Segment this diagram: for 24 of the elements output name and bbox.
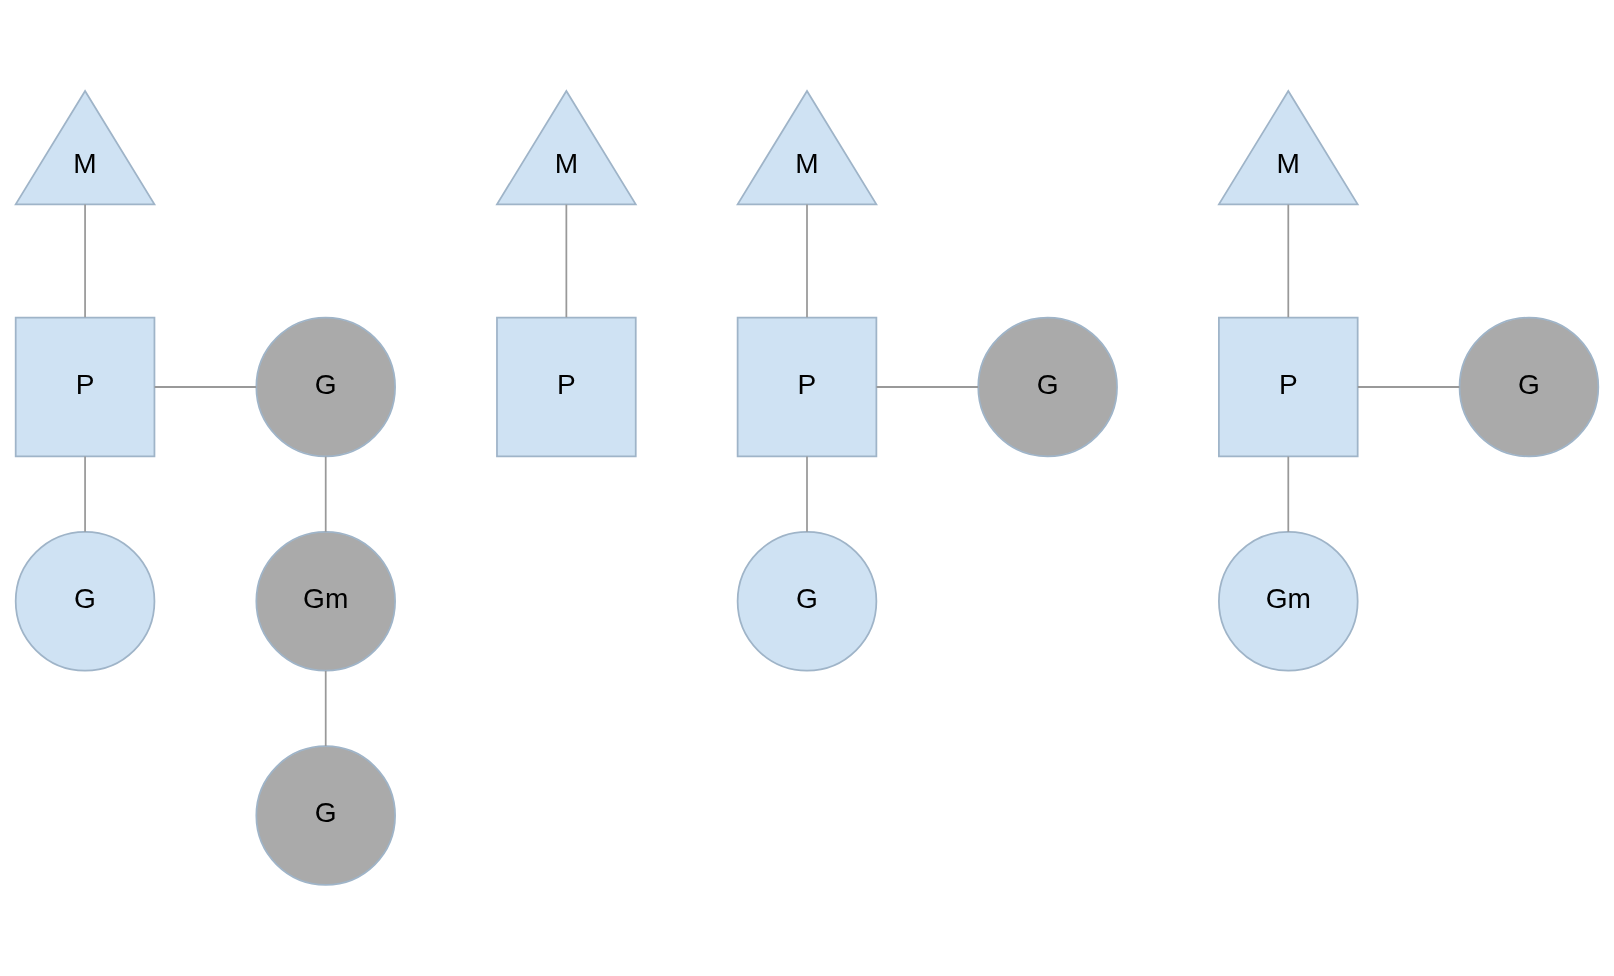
connector [806,203,808,319]
connector [153,386,258,388]
node-box: P [736,316,878,458]
connector [875,386,979,388]
connector [324,455,327,533]
node-circle: G [255,745,396,886]
node-circle: G [977,316,1118,458]
connector [565,203,568,319]
node-box: P [14,316,156,458]
connector [1287,455,1290,533]
connector [1356,386,1461,388]
node-box: P [496,316,637,458]
node-circle: Gm [255,531,396,672]
connector [324,670,327,747]
connector [84,203,86,319]
connector [84,455,86,533]
node-box: P [1218,316,1359,458]
connector [806,455,808,533]
node-circle: G [1458,316,1600,458]
connector [1287,203,1290,319]
node-circle: Gm [1218,531,1359,672]
node-circle: G [736,531,878,672]
node-circle: G [14,531,156,672]
node-circle: G [255,316,396,458]
